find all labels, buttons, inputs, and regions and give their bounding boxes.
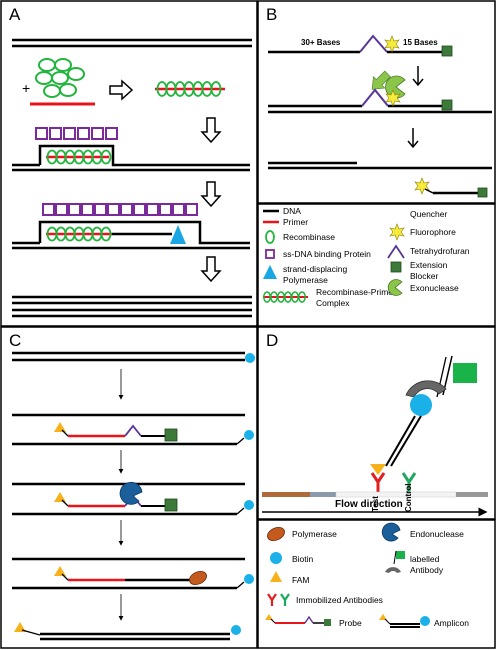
legend-polymerase-label-2: Polymerase bbox=[283, 275, 328, 285]
legend-biotin-icon bbox=[270, 552, 282, 564]
legend-complex-label-2: Complex bbox=[316, 298, 350, 308]
b-arrow-down-1 bbox=[412, 66, 424, 87]
c-endonuclease-cut bbox=[12, 481, 254, 516]
b-bases-30-label: 30+ Bases bbox=[301, 38, 341, 47]
a-complex bbox=[155, 81, 225, 97]
legend-probe-icon bbox=[265, 614, 331, 626]
legend-probe-label: Probe bbox=[339, 618, 362, 628]
panel-c: C bbox=[0, 326, 258, 649]
b-exonuclease bbox=[371, 70, 406, 99]
legend-immobilized-icon bbox=[267, 593, 290, 606]
d-flow-label: Flow direction bbox=[335, 499, 403, 510]
legend-quencher-icon bbox=[388, 209, 393, 219]
c-labelled-amplicon bbox=[14, 622, 241, 641]
legend-antibody-icon bbox=[385, 550, 405, 573]
c-probe-bound bbox=[12, 413, 254, 446]
a-dsdna bbox=[12, 38, 252, 48]
legend-blocker-label-2: Blocker bbox=[410, 271, 439, 281]
legend-polymerase-brown-icon bbox=[267, 526, 285, 542]
legend-endonuclease-label: Endonuclease bbox=[410, 529, 464, 539]
a-arrow-down-2 bbox=[200, 181, 222, 208]
legend-endonuclease-icon bbox=[381, 522, 401, 542]
panel-d-label: D bbox=[266, 331, 278, 350]
a-invasion bbox=[12, 127, 250, 172]
c-amplicon-1 bbox=[12, 351, 255, 363]
d-labelled-antibody bbox=[385, 355, 477, 467]
legend-recombinase-icon bbox=[265, 230, 275, 244]
panel-a-label: A bbox=[9, 5, 21, 24]
a-products bbox=[12, 295, 252, 318]
panel-b: B 30+ Bases 15 Bases bbox=[257, 0, 496, 204]
panel-a-frame bbox=[0, 0, 258, 327]
panel-b-frame bbox=[257, 0, 496, 204]
legend-polymerase-label-1: strand-displacing bbox=[283, 264, 348, 274]
legend-ssb-label: ss-DNA binding Protein bbox=[283, 249, 371, 259]
a-arrow-down-1 bbox=[200, 117, 222, 144]
a-plus-sign: + bbox=[22, 80, 30, 96]
legend-complex-label-1: Recombinase-Primer bbox=[316, 287, 396, 297]
legend-thf-label: Tetrahydrofuran bbox=[410, 246, 470, 256]
lfd-legend-frame bbox=[257, 519, 496, 649]
panel-a: A + bbox=[0, 0, 258, 327]
legend-dna-label: DNA bbox=[283, 206, 301, 216]
legend-ssb-icon bbox=[265, 249, 275, 259]
b-probe-bound bbox=[268, 88, 492, 114]
legend-exonuclease-icon bbox=[387, 279, 403, 296]
legend-antibody-label-2: Antibody bbox=[410, 565, 444, 575]
legend-quencher-label: Quencher bbox=[410, 209, 447, 219]
panel-c-label: C bbox=[9, 331, 21, 350]
legend-immobilized-label: Immobilized Antibodies bbox=[296, 595, 383, 605]
lfd-legend: Polymerase Endonuclease Biotin labelled … bbox=[257, 519, 496, 649]
legend-primer-label: Primer bbox=[283, 217, 308, 227]
a-free-recombinase bbox=[35, 58, 85, 98]
legend-fluorophore-icon bbox=[389, 223, 405, 241]
legend-blocker-label-1: Extension bbox=[410, 260, 448, 270]
rpa-legend-frame bbox=[257, 203, 496, 327]
a-extension bbox=[12, 203, 250, 250]
d-lateral-flow-strip bbox=[262, 491, 488, 498]
panel-c-frame bbox=[0, 326, 258, 649]
legend-polymerase-icon bbox=[263, 265, 277, 279]
rpa-legend: DNA Primer Recombinase ss-DNA binding Pr… bbox=[257, 203, 496, 327]
legend-antibody-label-1: labelled bbox=[410, 554, 440, 564]
b-probe bbox=[268, 34, 453, 57]
legend-amplicon-label: Amplicon bbox=[434, 618, 469, 628]
b-arrow-down-2 bbox=[407, 128, 419, 149]
b-bases-15-label: 15 Bases bbox=[403, 38, 438, 47]
b-cleaved bbox=[268, 152, 492, 198]
legend-fam-label: FAM bbox=[292, 575, 309, 585]
a-arrow-down-3 bbox=[200, 256, 222, 283]
legend-recombinase-label: Recombinase bbox=[283, 232, 335, 242]
legend-exonuclease-label: Exonuclease bbox=[410, 283, 459, 293]
legend-fam-icon bbox=[270, 571, 282, 582]
legend-fluorophore-label: Fluorophore bbox=[410, 227, 456, 237]
d-control-line bbox=[401, 472, 417, 492]
panel-d: D Test Control bbox=[257, 326, 496, 520]
panel-b-label: B bbox=[266, 5, 277, 24]
legend-blocker-icon bbox=[390, 261, 402, 273]
d-control-label: Control bbox=[404, 484, 413, 512]
c-extension bbox=[12, 557, 254, 590]
legend-polymerase-brown-label: Polymerase bbox=[292, 529, 337, 539]
legend-amplicon-icon bbox=[379, 614, 430, 628]
a-arrow-right bbox=[109, 79, 134, 101]
legend-biotin-label: Biotin bbox=[292, 554, 314, 564]
d-test-line bbox=[370, 464, 386, 492]
panel-d-frame bbox=[257, 326, 496, 520]
d-test-label: Test bbox=[371, 496, 380, 512]
legend-thf-icon bbox=[387, 244, 405, 259]
legend-complex-icon bbox=[263, 291, 308, 303]
